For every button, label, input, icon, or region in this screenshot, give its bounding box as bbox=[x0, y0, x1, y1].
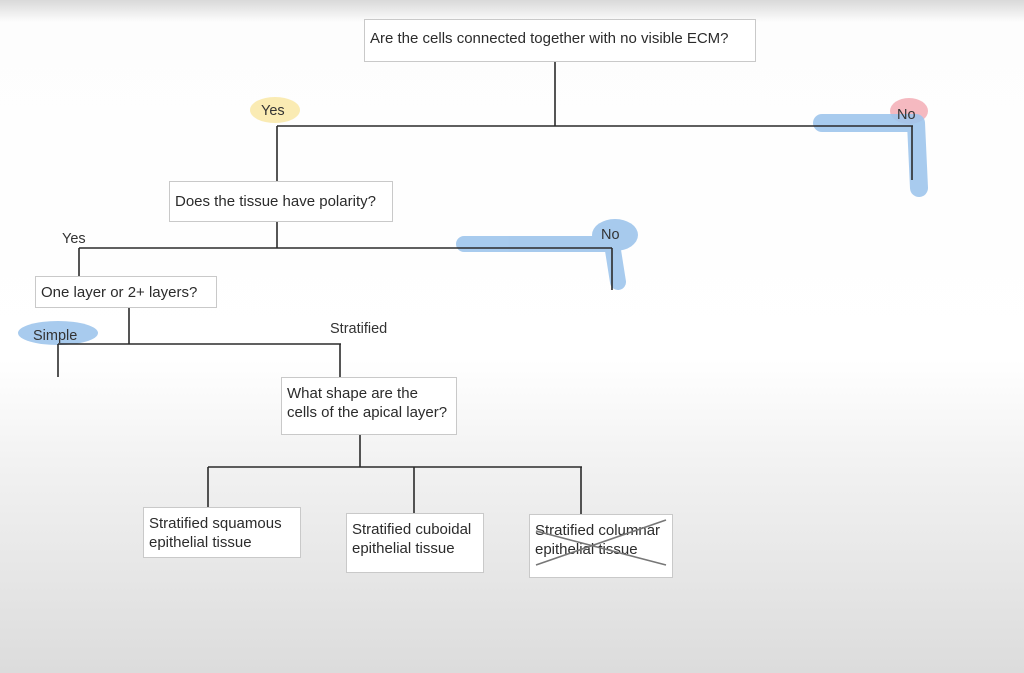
branch-label-no-ecm: No bbox=[897, 107, 916, 123]
question-layers-box: One layer or 2+ layers? bbox=[35, 276, 217, 308]
question-layers-text: One layer or 2+ layers? bbox=[41, 284, 198, 301]
question-ecm-text: Are the cells connected together with no… bbox=[370, 30, 729, 47]
branch-label-yes-polarity: Yes bbox=[62, 231, 86, 247]
question-ecm-box: Are the cells connected together with no… bbox=[364, 19, 756, 62]
outcome-columnar-text: Stratified columnar epithelial tissue bbox=[535, 522, 661, 558]
outcome-squamous-box: Stratified squamous epithelial tissue bbox=[143, 507, 301, 558]
question-polarity-text: Does the tissue have polarity? bbox=[175, 193, 376, 210]
cross-out-mark bbox=[535, 519, 667, 566]
blue-highlight-no-branch-1 bbox=[813, 114, 928, 197]
branch-label-stratified: Stratified bbox=[330, 321, 388, 337]
question-polarity-box: Does the tissue have polarity? bbox=[169, 181, 393, 222]
outcome-cuboidal-box: Stratified cuboidal epithelial tissue bbox=[346, 513, 484, 573]
blue-highlight-simple bbox=[18, 321, 98, 345]
branch-label-no-polarity: No bbox=[601, 227, 620, 243]
blue-highlight-no-branch-2 bbox=[456, 219, 638, 290]
outcome-cuboidal-text: Stratified cuboidal epithelial tissue bbox=[352, 521, 472, 557]
branch-label-simple: Simple bbox=[33, 328, 78, 344]
yellow-highlight-yes bbox=[250, 97, 300, 123]
outcome-columnar-box: Stratified columnar epithelial tissue bbox=[529, 514, 673, 578]
outcome-squamous-text: Stratified squamous epithelial tissue bbox=[149, 515, 282, 551]
question-apical-shape-text: What shape are the cells of the apical l… bbox=[287, 385, 448, 421]
question-apical-shape-box: What shape are the cells of the apical l… bbox=[281, 377, 457, 435]
branch-label-yes-ecm: Yes bbox=[261, 103, 285, 119]
